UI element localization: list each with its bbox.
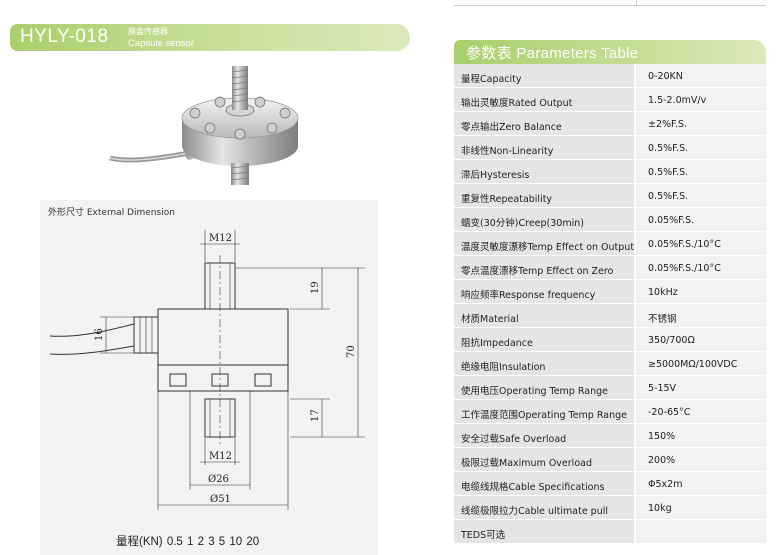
label-70: 70 bbox=[346, 345, 357, 358]
param-value: 0.5%F.S. bbox=[636, 136, 766, 159]
param-value: 不锈钢 bbox=[636, 304, 766, 327]
param-value: 10kg bbox=[636, 496, 766, 519]
product-name-cn: 膜盒传感器 bbox=[128, 27, 168, 36]
drawing-title: 外形尺寸 External Dimension bbox=[48, 208, 175, 218]
param-name: 响应频率Response frequency bbox=[454, 280, 636, 303]
param-value: ±2%F.S. bbox=[636, 112, 766, 135]
param-name: TEDS可选 bbox=[454, 520, 636, 543]
param-name: 输出灵敏度Rated Output bbox=[454, 88, 636, 111]
param-value: -20-65°C bbox=[636, 400, 766, 423]
param-value: 150% bbox=[636, 424, 766, 447]
label-d26: Ø26 bbox=[208, 474, 229, 485]
dimension-diagram: M12 19 70 16 17 M12 Ø26 Ø51 bbox=[49, 230, 365, 510]
dimension-drawing: 外形尺寸 External Dimension bbox=[40, 200, 378, 555]
sensor-body bbox=[157, 308, 289, 366]
param-value: 0.05%F.S. bbox=[636, 208, 766, 231]
param-name: 蠕变(30分钟)Creep(30min) bbox=[454, 208, 636, 231]
param-value: 0.5%F.S. bbox=[636, 160, 766, 183]
param-value: Φ5x2m bbox=[636, 472, 766, 495]
param-name: 重复性Repeatability bbox=[454, 184, 636, 207]
param-name: 零点温度漂移Temp Effect on Zero bbox=[454, 256, 636, 279]
table-row: 绝缘电阻Insulation≥5000MΩ/100VDC bbox=[454, 352, 766, 376]
label-17: 17 bbox=[310, 409, 321, 422]
param-value: 10kHz bbox=[636, 280, 766, 303]
param-value: 0.05%F.S./10°C bbox=[636, 256, 766, 279]
param-value: 350/700Ω bbox=[636, 328, 766, 351]
table-row: 零点输出Zero Balance±2%F.S. bbox=[454, 112, 766, 136]
label-m12-top: M12 bbox=[209, 233, 232, 244]
param-name: 材质Material bbox=[454, 304, 636, 327]
product-photo bbox=[90, 58, 330, 200]
param-value: 0-20KN bbox=[636, 64, 766, 87]
param-name: 非线性Non-Linearity bbox=[454, 136, 636, 159]
param-value bbox=[636, 520, 766, 543]
label-d51: Ø51 bbox=[210, 494, 231, 505]
param-name: 温度灵敏度漂移Temp Effect on Output bbox=[454, 232, 636, 255]
product-header-banner: HYLY-018 膜盒传感器 Capsule sensor bbox=[10, 24, 410, 51]
param-name: 工作温度范围Operating Temp Range bbox=[454, 400, 636, 423]
param-name: 零点输出Zero Balance bbox=[454, 112, 636, 135]
param-name: 极限过载Maximum Overload bbox=[454, 448, 636, 471]
label-16: 16 bbox=[94, 328, 105, 341]
param-value: ≥5000MΩ/100VDC bbox=[636, 352, 766, 375]
param-name: 使用电压Operating Temp Range bbox=[454, 376, 636, 399]
param-name: 阻抗Impedance bbox=[454, 328, 636, 351]
param-name: 量程Capacity bbox=[454, 64, 636, 87]
param-name: 安全过载Safe Overload bbox=[454, 424, 636, 447]
product-name-en: Capsule sensor bbox=[128, 38, 195, 49]
param-value: 1.5-2.0mV/v bbox=[636, 88, 766, 111]
label-m12-bottom: M12 bbox=[209, 451, 232, 462]
param-name: 线缆极限拉力Cable ultimate pull bbox=[454, 496, 636, 519]
param-value: 200% bbox=[636, 448, 766, 471]
param-value: 0.05%F.S./10°C bbox=[636, 232, 766, 255]
previous-table-edge bbox=[454, 0, 766, 6]
table-row: 蠕变(30分钟)Creep(30min)0.05%F.S. bbox=[454, 208, 766, 232]
param-name: 绝缘电阻Insulation bbox=[454, 352, 636, 375]
table-row: TEDS可选 bbox=[454, 520, 766, 544]
table-title: 参数表 Parameters Table bbox=[454, 40, 766, 64]
param-name: 滞后Hysteresis bbox=[454, 160, 636, 183]
param-value: 5-15V bbox=[636, 376, 766, 399]
capacity-range: 量程(KN) 0.5 1 2 3 5 10 20 bbox=[116, 536, 260, 548]
table-row: 工作温度范围Operating Temp Range-20-65°C bbox=[454, 400, 766, 424]
product-model: HYLY-018 bbox=[20, 26, 109, 47]
label-19: 19 bbox=[310, 281, 321, 294]
top-stud bbox=[204, 262, 236, 310]
param-value: 0.5%F.S. bbox=[636, 184, 766, 207]
param-name: 电缆线规格Cable Specifications bbox=[454, 472, 636, 495]
